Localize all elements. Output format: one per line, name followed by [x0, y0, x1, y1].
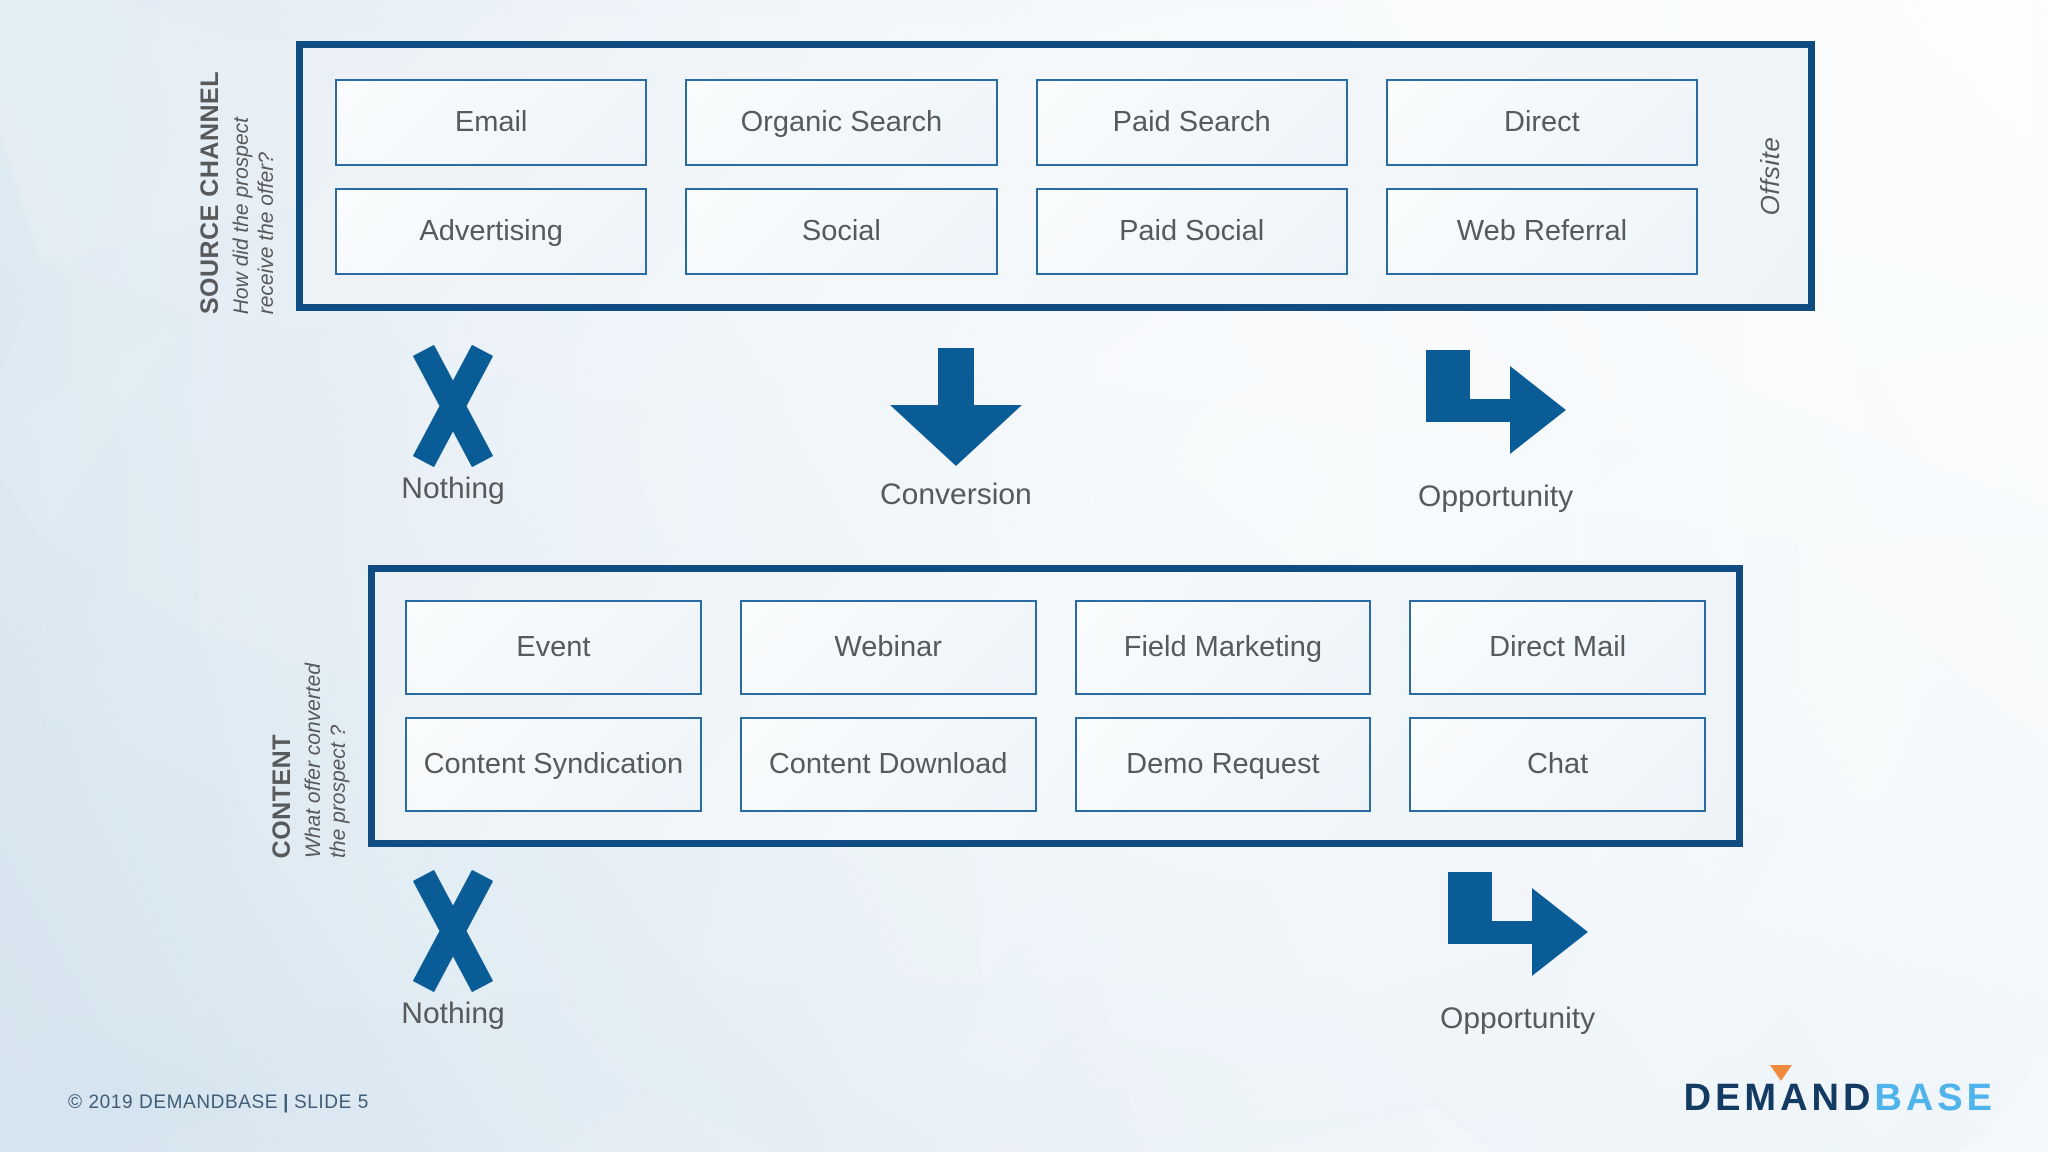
logo-text-demand: DEMAND [1683, 1077, 1875, 1119]
content-cell-direct-mail[interactable]: Direct Mail [1409, 600, 1706, 695]
content-group: Event Webinar Field Marketing Direct Mai… [368, 565, 1743, 847]
source-cell-web-referral[interactable]: Web Referral [1385, 188, 1698, 275]
flow-marker-conversion-source: Conversion [880, 348, 1032, 512]
source-channel-subtitle: How did the prospect receive the offer? [229, 116, 278, 314]
footer-copyright-text: © 2019 DEMANDBASE [68, 1092, 279, 1113]
source-cell-paid-social[interactable]: Paid Social [1035, 188, 1348, 275]
x-mark-icon [399, 344, 507, 468]
logo-triangle-icon [1769, 1065, 1792, 1081]
flow-marker-label: Conversion [880, 478, 1032, 511]
content-axis-label: CONTENT What offer converted the prospec… [268, 568, 351, 858]
flow-marker-nothing-content: Nothing [399, 869, 507, 1031]
source-cell-direct[interactable]: Direct [1385, 79, 1698, 166]
flow-marker-label: Nothing [401, 472, 505, 505]
flow-marker-opportunity-source: Opportunity [1418, 350, 1573, 514]
flow-marker-label: Opportunity [1440, 1002, 1596, 1035]
flow-marker-opportunity-content: Opportunity [1440, 872, 1595, 1036]
source-cell-paid-search[interactable]: Paid Search [1035, 79, 1348, 166]
source-channel-cell-grid: Email Organic Search Paid Search Direct … [335, 79, 1698, 275]
content-cell-demo-request[interactable]: Demo Request [1074, 717, 1372, 812]
content-title: CONTENT [268, 733, 296, 858]
content-cell-content-syndication[interactable]: Content Syndication [405, 717, 702, 812]
source-cell-social[interactable]: Social [685, 188, 998, 275]
flow-marker-label: Nothing [401, 997, 505, 1030]
source-channel-group: Email Organic Search Paid Search Direct … [296, 41, 1815, 311]
offsite-label: Offsite [1755, 136, 1785, 216]
arrow-bent-right-icon [1447, 872, 1588, 992]
footer-slide-number: SLIDE 5 [293, 1092, 369, 1113]
arrow-bent-right-icon [1425, 350, 1566, 470]
source-channel-title: SOURCE CHANNEL [196, 70, 224, 314]
footer-separator: | [283, 1092, 289, 1113]
arrow-down-icon [889, 348, 1022, 466]
content-cell-chat[interactable]: Chat [1409, 717, 1706, 812]
flow-marker-label: Opportunity [1418, 480, 1574, 513]
footer-copyright: © 2019 DEMANDBASE|SLIDE 5 [68, 1092, 369, 1114]
content-cell-content-download[interactable]: Content Download [739, 717, 1037, 812]
content-cell-field-marketing[interactable]: Field Marketing [1074, 600, 1372, 695]
source-cell-advertising[interactable]: Advertising [335, 188, 648, 275]
logo-text-base: BASE [1874, 1077, 1996, 1119]
content-cell-webinar[interactable]: Webinar [739, 600, 1037, 695]
content-subtitle: What offer converted the prospect ? [301, 663, 350, 858]
source-cell-email[interactable]: Email [335, 79, 648, 166]
flow-marker-nothing-source: Nothing [399, 344, 507, 506]
demandbase-logo: DEMAND BASE [1683, 1065, 1996, 1120]
source-channel-axis-label: SOURCE CHANNEL How did the prospect rece… [196, 34, 279, 314]
content-cell-grid: Event Webinar Field Marketing Direct Mai… [405, 600, 1706, 812]
content-cell-event[interactable]: Event [405, 600, 702, 695]
x-mark-icon [399, 869, 507, 993]
source-cell-organic-search[interactable]: Organic Search [685, 79, 998, 166]
